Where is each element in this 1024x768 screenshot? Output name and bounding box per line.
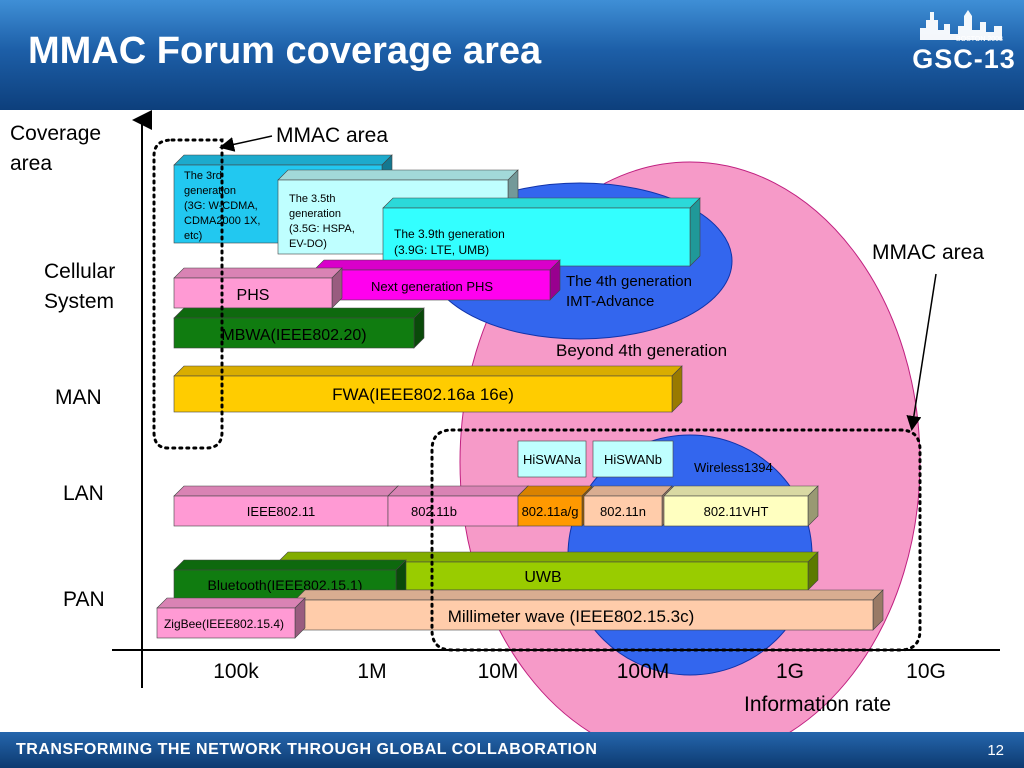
box-3g-label: etc) [184, 230, 202, 242]
box-hiswana-label: HiSWANa [523, 452, 582, 467]
box-next-phs-label: Next generation PHS [371, 279, 493, 294]
box-mbwa: MBWA(IEEE802.20) [173, 307, 425, 349]
x-tick-label: 10G [906, 660, 946, 683]
box-39g-label: The 3.9th generation [394, 227, 505, 241]
x-tick-label: 100k [213, 660, 259, 683]
footer-bar: TRANSFORMING THE NETWORK THROUGH GLOBAL … [0, 732, 1024, 768]
4g-label-line2: IMT-Advance [566, 293, 654, 310]
y-axis-title-line1: Coverage [10, 122, 101, 145]
y-category-label: PAN [63, 588, 105, 611]
box-39g-label: (3.9G: LTE, UMB) [394, 243, 489, 257]
box-3g-label: CDMA2000 1X, [184, 215, 260, 227]
box-3g-label: generation [184, 185, 236, 197]
box-zigbee: ZigBee(IEEE802.15.4) [156, 597, 306, 639]
box-39g: The 3.9th generation (3.9G: LTE, UMB) [382, 197, 701, 267]
mmac-area-label-top: MMAC area [276, 124, 388, 147]
box-ieee80211-label: IEEE802.11 [247, 504, 315, 519]
box-uwb-label: UWB [524, 569, 561, 586]
box-80211ag: 802.11a/g [517, 485, 593, 527]
y-category-label: Cellular [44, 260, 115, 283]
box-hiswanb-label: HiSWANb [604, 452, 662, 467]
box-35g-label: (3.5G: HSPA, [289, 223, 355, 235]
mmac-area-arrow-top [219, 135, 273, 152]
box-3g-label: (3G: W-CDMA, [184, 200, 258, 212]
box-3g-label: The 3rd [184, 170, 222, 182]
box-80211n: 802.11n [583, 485, 673, 527]
mmac-area-label-right: MMAC area [872, 241, 984, 264]
mmac-area-arrow-right [906, 273, 937, 431]
gsc-logo: BOSTON 2008 GSC-13 [912, 6, 1016, 78]
footer-tagline: TRANSFORMING THE NETWORK THROUGH GLOBAL … [16, 741, 598, 758]
box-80211b: 802.11b [387, 485, 529, 527]
box-80211b-label: 802.11b [411, 504, 457, 519]
box-mmwave-label: Millimeter wave (IEEE802.15.3c) [448, 607, 695, 626]
box-mbwa-label: MBWA(IEEE802.20) [221, 327, 366, 344]
x-axis-title: Information rate [744, 693, 891, 716]
box-mmwave: Millimeter wave (IEEE802.15.3c) [294, 589, 884, 631]
logo-text: GSC-13 [912, 44, 1016, 74]
coverage-diagram: The 3rd generation (3G: W-CDMA, CDMA2000 1X… [10, 110, 1000, 732]
y-category-label: System [44, 290, 114, 313]
box-35g-label: generation [289, 208, 341, 220]
y-category-label: LAN [63, 482, 104, 505]
x-tick-label: 10M [478, 660, 519, 683]
box-80211n-label: 802.11n [600, 504, 646, 519]
beyond-4g-label: Beyond 4th generation [556, 341, 727, 360]
box-phs: PHS [173, 267, 343, 309]
y-category-label: MAN [55, 386, 102, 409]
box-hiswanb: HiSWANb [592, 440, 674, 478]
mmac-dotted-outline-left [152, 138, 224, 450]
page-title: MMAC Forum coverage area [28, 30, 542, 72]
wireless1394-label: Wireless1394 [694, 460, 773, 475]
box-fwa-label: FWA(IEEE802.16a 16e) [332, 385, 514, 404]
box-fwa: FWA(IEEE802.16a 16e) [173, 365, 683, 413]
page-number: 12 [987, 742, 1004, 759]
box-80211vht-label: 802.11VHT [704, 504, 769, 519]
box-35g: The 3.5th generation (3.5G: HSPA, EV-DO) [277, 169, 519, 255]
header-bar: MMAC Forum coverage area BOSTON 2008 GSC… [0, 0, 1024, 110]
y-axis-title-line2: area [10, 152, 52, 175]
x-tick-label: 1M [357, 660, 386, 683]
skyline-icon [920, 10, 1002, 40]
x-tick-label: 100M [617, 660, 670, 683]
box-ieee80211: IEEE802.11 [173, 485, 399, 527]
box-next-phs: Next generation PHS [313, 259, 561, 301]
box-bluetooth-label: Bluetooth(IEEE802.15.1) [208, 577, 363, 593]
logo-subtext: BOSTON 2008 [956, 36, 1003, 43]
box-35g-label: EV-DO) [289, 238, 327, 250]
box-80211vht: 802.11VHT [663, 485, 819, 527]
4g-label-line1: The 4th generation [566, 273, 692, 290]
box-80211ag-label: 802.11a/g [522, 504, 579, 519]
box-zigbee-label: ZigBee(IEEE802.15.4) [164, 617, 284, 631]
box-hiswana: HiSWANa [517, 440, 587, 478]
x-tick-label: 1G [776, 660, 804, 683]
box-phs-label: PHS [237, 287, 270, 304]
box-35g-label: The 3.5th [289, 193, 335, 205]
